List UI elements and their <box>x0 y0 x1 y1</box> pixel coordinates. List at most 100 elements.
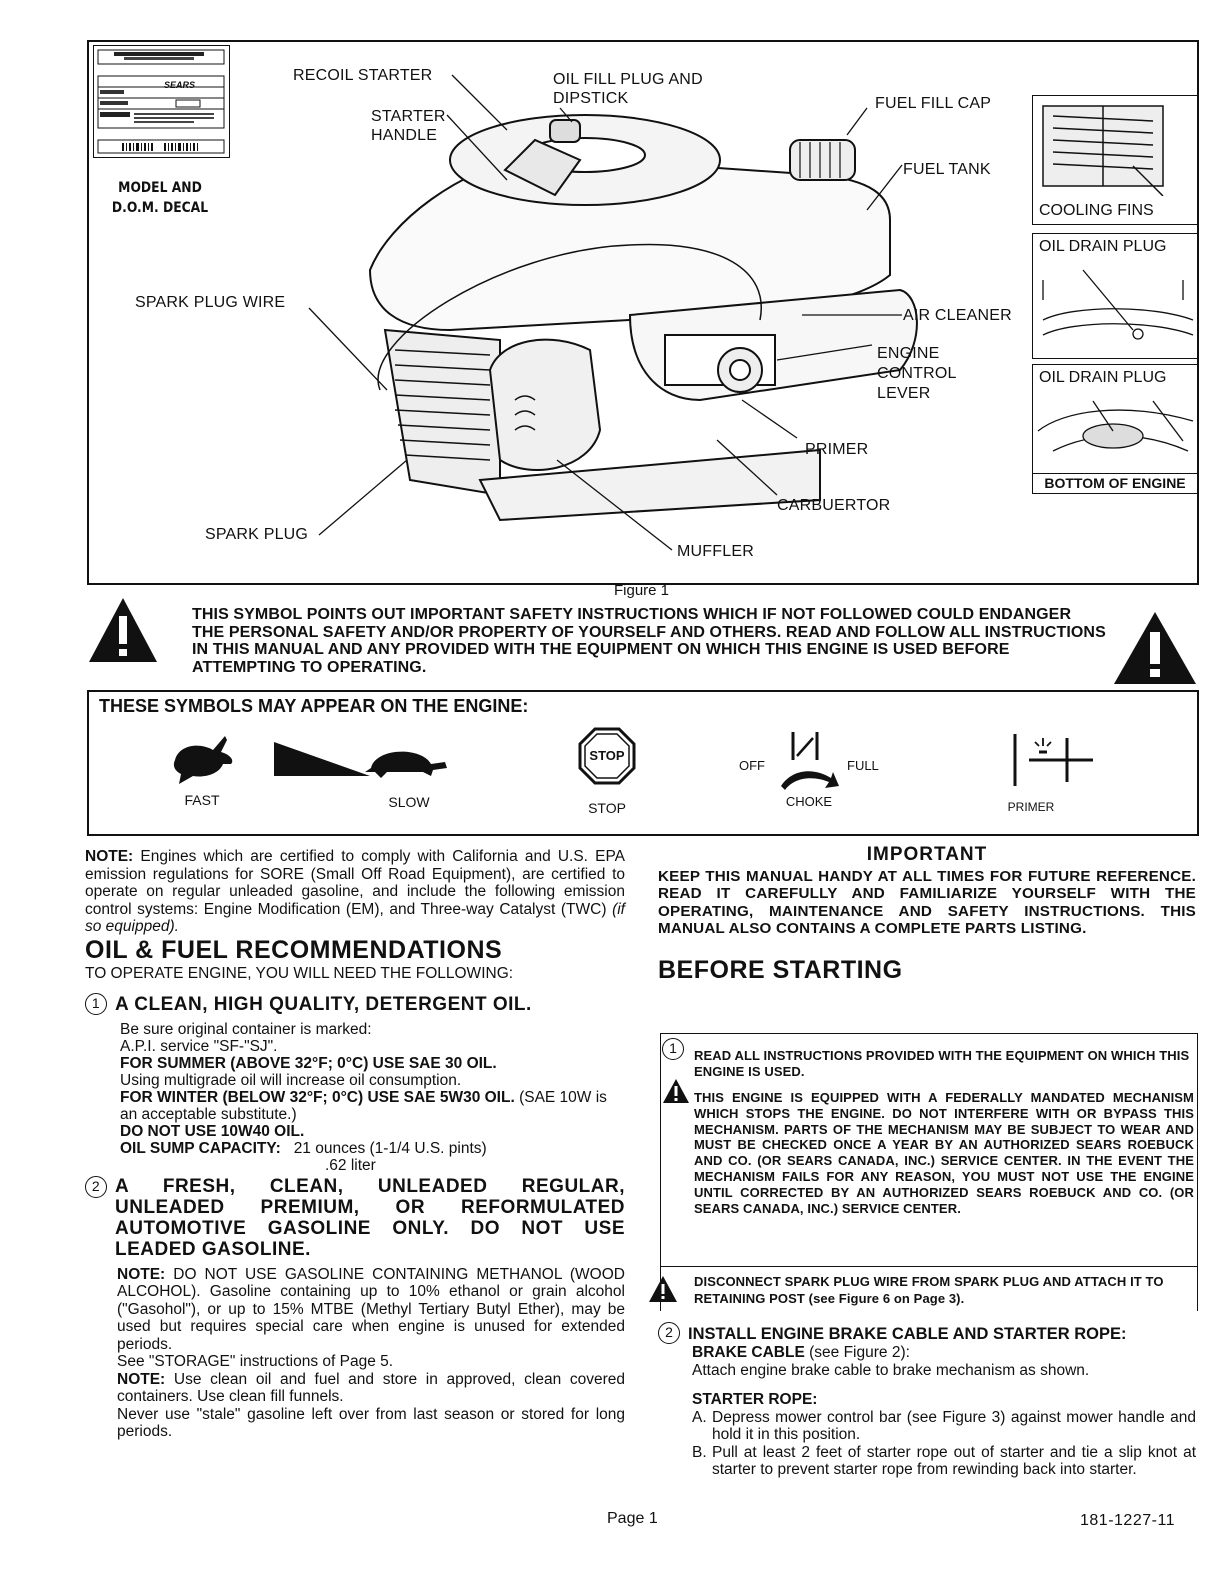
inset-oil-drain-plug-1: OIL DRAIN PLUG <box>1032 233 1198 359</box>
item-1-number: 1 <box>85 992 107 1015</box>
item-2-title-text: A FRESH, CLEAN, UNLEADED REGULAR, UNLEAD… <box>115 1175 625 1260</box>
gasoline-notes: NOTE: DO NOT USE GASOLINE CONTAINING MET… <box>117 1266 625 1441</box>
disconnect-instruction: DISCONNECT SPARK PLUG WIRE FROM SPARK PL… <box>694 1273 1194 1307</box>
stale-gasoline-note: Never use "stale" gasoline left over fro… <box>117 1405 625 1441</box>
rabbit-icon <box>173 736 233 784</box>
emission-note-text: Engines which are certified to comply wi… <box>85 848 625 918</box>
throttle-wedge-icon <box>274 742 370 776</box>
starter-rope-label: STARTER ROPE: <box>692 1391 818 1408</box>
label-oil-fill-line-2: DIPSTICK <box>553 90 629 107</box>
oil-drain-plug-drawing-1 <box>1042 269 1194 340</box>
choke-full-label: FULL <box>847 758 879 773</box>
leader-lines <box>308 74 903 551</box>
engine-illustration <box>368 114 918 522</box>
document-code: 181-1227-11 <box>1080 1512 1176 1529</box>
label-spark-plug-wire: SPARK PLUG WIRE <box>135 294 286 311</box>
page-number: Page 1 <box>607 1510 658 1527</box>
rope-step-b-text: Pull at least 2 feet of starter rope out… <box>712 1443 1196 1479</box>
bs-item-1-number: 1 <box>662 1038 684 1060</box>
inset-label-oil-drain-plug-1: OIL DRAIN PLUG <box>1039 238 1167 255</box>
symbol-label-fast: FAST <box>184 792 220 808</box>
disconnect-text: DISCONNECT SPARK PLUG WIRE FROM SPARK PL… <box>694 1274 1164 1306</box>
starter-rope-block: STARTER ROPE: A. Depress mower control ba… <box>692 1391 1196 1479</box>
important-title: IMPORTANT <box>866 844 988 865</box>
stop-sign-icon <box>578 727 636 785</box>
brake-cable-ref: (see Figure 2): <box>809 1344 910 1361</box>
rope-step-a: A. Depress mower control bar (see Figure … <box>692 1409 1196 1444</box>
item-2-number: 2 <box>85 1175 107 1198</box>
choke-icon <box>781 732 839 790</box>
choke-off-label: OFF <box>739 758 765 773</box>
summer-oil-line: FOR SUMMER (ABOVE 32°F; 0°C) USE SAE 30 … <box>120 1054 497 1072</box>
label-muffler: MUFFLER <box>677 543 754 560</box>
rope-step-a-text: Depress mower control bar (see Figure 3)… <box>712 1408 1196 1444</box>
winter-oil-line: FOR WINTER (BELOW 32°F; 0°C) USE SAE 5W3… <box>120 1088 515 1106</box>
decal-drawing <box>97 49 225 154</box>
brake-cable-label: BRAKE CABLE <box>692 1344 805 1361</box>
label-ecl-line-1: ENGINE <box>877 345 940 362</box>
oil-drain-plug-drawing-2 <box>1037 400 1194 452</box>
bs-mechanism-warning: THIS ENGINE IS EQUIPPED WITH A FEDERALLY… <box>694 1090 1194 1216</box>
decal-caption-line-2: D.O.M. DECAL <box>111 200 209 216</box>
symbol-label-primer: PRIMER <box>1007 800 1055 814</box>
winter-substitute-line: (SAE 10W is an acceptable substitute.) <box>120 1088 607 1123</box>
label-ecl-line-2: CONTROL <box>877 365 957 382</box>
label-starter-handle-line-2: HANDLE <box>371 127 438 144</box>
warning-triangle-icon-right <box>1114 612 1196 684</box>
clean-oil-note-label: NOTE: <box>117 1370 166 1388</box>
clean-oil-note-text: Use clean oil and fuel and store in appr… <box>117 1370 625 1406</box>
decal-caption: MODEL AND D.O.M. DECAL <box>109 178 211 218</box>
cooling-fins-drawing <box>1042 105 1164 197</box>
before-starting-heading: BEFORE STARTING <box>658 955 903 984</box>
oil-container-line: Be sure original container is marked: <box>120 1020 372 1038</box>
methanol-note: NOTE: DO NOT USE GASOLINE CONTAINING MET… <box>117 1266 625 1354</box>
rope-step-b-letter: B. <box>692 1443 707 1461</box>
operate-subheading: TO OPERATE ENGINE, YOU WILL NEED THE FOL… <box>85 965 514 982</box>
decal-caption-line-1: MODEL AND <box>118 180 202 196</box>
symbol-label-stop: STOP <box>588 800 626 816</box>
turtle-icon <box>365 751 447 778</box>
sump-capacity-liter: .62 liter <box>325 1156 376 1174</box>
label-carburetor: CARBUERTOR <box>777 497 891 514</box>
left-column: NOTE: Engines which are certified to com… <box>85 848 625 1441</box>
do-not-use-line: DO NOT USE 10W40 OIL. <box>120 1122 305 1140</box>
emission-note-italic: (if so equipped). <box>85 900 625 936</box>
important-text: KEEP THIS MANUAL HANDY AT ALL TIMES FOR … <box>658 867 1196 938</box>
disconnect-ref: (see Figure 6 on Page 3). <box>808 1291 965 1306</box>
sump-capacity-label: OIL SUMP CAPACITY: <box>120 1139 281 1157</box>
label-oil-fill-plug: OIL FILL PLUG AND DIPSTICK <box>553 70 703 108</box>
clean-oil-note: NOTE: Use clean oil and fuel and store i… <box>117 1371 625 1406</box>
symbol-label-slow: SLOW <box>388 794 430 810</box>
rope-step-b: B. Pull at least 2 feet of starter rope o… <box>692 1444 1196 1479</box>
disconnect-box <box>660 1267 1198 1311</box>
methanol-note-text: DO NOT USE GASOLINE CONTAINING METHANOL … <box>117 1265 625 1353</box>
primer-icon <box>1013 734 1093 786</box>
label-oil-fill-line-1: OIL FILL PLUG AND <box>553 71 703 88</box>
label-fuel-tank: FUEL TANK <box>903 161 991 178</box>
oil-fuel-heading: OIL & FUEL RECOMMENDATIONS <box>85 935 503 964</box>
engine-symbols-box: THESE SYMBOLS MAY APPEAR ON THE ENGINE: … <box>87 690 1199 836</box>
label-recoil-starter: RECOIL STARTER <box>293 67 433 84</box>
label-air-cleaner: AIR CLEANER <box>903 307 1012 324</box>
bs-warning-icon <box>663 1079 689 1103</box>
rope-step-a-letter: A. <box>692 1408 707 1426</box>
multigrade-line: Using multigrade oil will increase oil c… <box>120 1071 462 1089</box>
label-starter-handle: STARTER HANDLE <box>371 107 446 145</box>
label-ecl-line-3: LEVER <box>877 385 931 402</box>
disconnect-warning-icon <box>649 1276 677 1302</box>
figure-1-frame <box>87 40 1199 585</box>
emission-note: NOTE: Engines which are certified to com… <box>85 848 625 936</box>
inset-cooling-fins: COOLING FINS <box>1032 95 1198 225</box>
inset-label-oil-drain-plug-2: OIL DRAIN PLUG <box>1039 369 1167 386</box>
stop-sign-text: STOP <box>589 748 625 763</box>
item-2-title: 2 A FRESH, CLEAN, UNLEADED REGULAR, UNLEA… <box>85 1175 625 1260</box>
label-starter-handle-line-1: STARTER <box>371 108 446 125</box>
label-engine-control-lever: ENGINE CONTROL LEVER <box>877 344 957 404</box>
model-decal-graphic: SEARS <box>93 45 230 158</box>
oil-spec-block: Be sure original container is marked: A.… <box>120 1021 625 1174</box>
symbols-title: THESE SYMBOLS MAY APPEAR ON THE ENGINE: <box>99 696 529 716</box>
bs-item-2-title-text: INSTALL ENGINE BRAKE CABLE AND STARTER R… <box>688 1325 1127 1343</box>
